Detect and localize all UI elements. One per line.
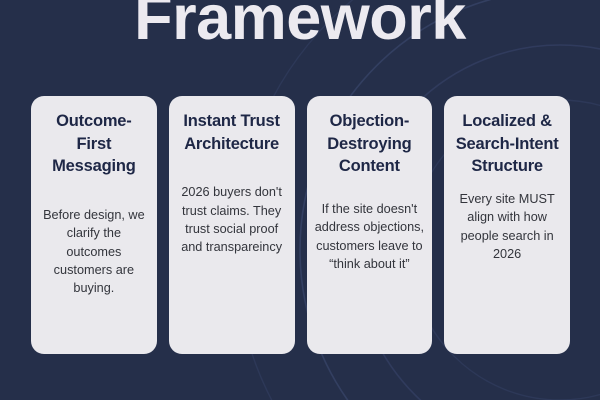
- card-heading: Localized & Search-Intent Structure: [455, 112, 559, 176]
- framework-card: Objection-Destroying Content If the site…: [306, 96, 433, 354]
- card-body: Before design, we clarify the outcomes c…: [43, 207, 145, 296]
- framework-card: Outcome-First Messaging Before design, w…: [31, 96, 157, 354]
- card-heading: Instant Trust Architecture: [183, 112, 280, 153]
- framework-card: Instant Trust Architecture 2026 buyers d…: [168, 96, 295, 354]
- framework-card-row: Outcome-First Messaging Before design, w…: [31, 96, 570, 354]
- card-body: If the site doesn't address objections, …: [314, 201, 425, 271]
- framework-card: Localized & Search-Intent Structure Ever…: [444, 96, 570, 354]
- card-heading: Outcome-First Messaging: [52, 112, 136, 176]
- card-body: Every site MUST align with how people se…: [459, 191, 555, 261]
- page-title: Framework: [134, 0, 466, 53]
- card-body: 2026 buyers don't trust claims. They tru…: [181, 185, 283, 255]
- card-heading: Objection-Destroying Content: [327, 112, 412, 176]
